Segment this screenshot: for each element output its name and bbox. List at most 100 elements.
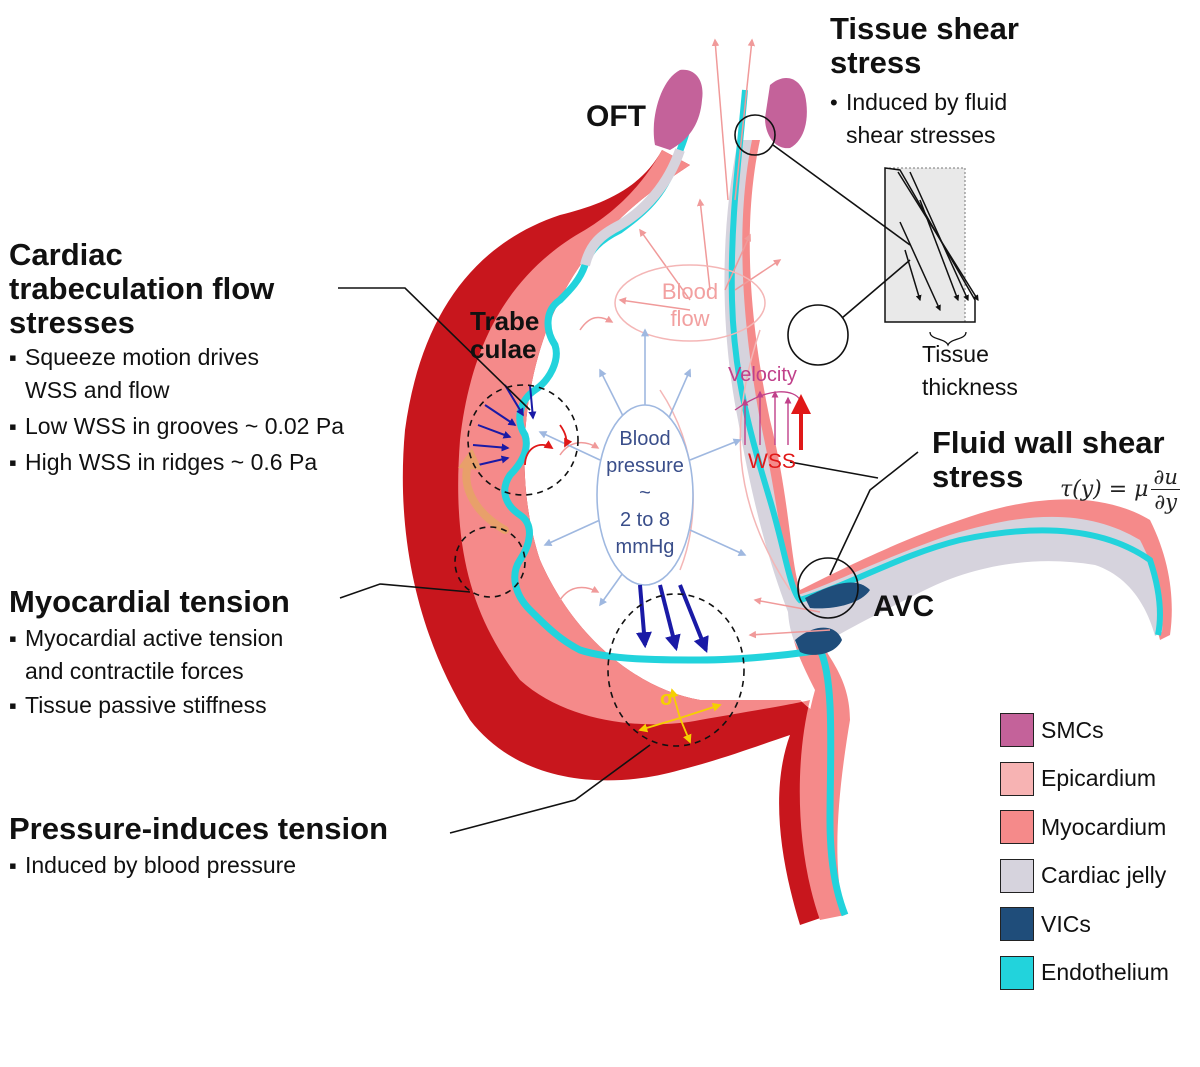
velocity-label: Velocity	[728, 364, 797, 386]
pressure-tension-bullet-1-line-1: Induced by blood pressure	[25, 852, 297, 878]
legend-swatch-smcs	[1000, 713, 1034, 748]
legend-item-epicardium: Epicardium	[1000, 755, 1169, 804]
trabeculation-bullet-3: High WSS in ridges ~ 0.6 Pa	[9, 446, 344, 479]
trabeculation-title-line-1: Cardiac	[9, 237, 123, 272]
wss-formula-numerator: ∂u	[1151, 465, 1180, 490]
legend-swatch-endothelium	[1000, 955, 1034, 990]
trabeculae-red-arrow-2	[559, 424, 573, 448]
legend-label-cardiac-jelly: Cardiac jelly	[1041, 862, 1167, 889]
contractile-arrow-head	[458, 448, 482, 470]
myocardial-bullet-2: Tissue passive stiffness	[9, 689, 283, 722]
trabeculation-bullets: Squeeze motion drives WSS and flow Low W…	[9, 341, 344, 479]
blood-pressure-line-5: mmHg	[615, 536, 675, 558]
fluid-wss-title-line-1: Fluid wall shear	[932, 425, 1165, 460]
legend: SMCs Epicardium Myocardium Cardiac jelly…	[1000, 706, 1169, 997]
fluid-wss-title-line-2: stress	[932, 459, 1024, 494]
legend-swatch-vics	[1000, 907, 1034, 942]
oft-label: OFT	[586, 100, 646, 133]
trabeculation-bullet-1-line-2: WSS and flow	[25, 377, 170, 403]
tissue-shear-inset	[884, 167, 979, 347]
tension-arrows	[638, 688, 722, 744]
sigma-label: σ	[660, 688, 674, 710]
oft-smc-left	[653, 69, 703, 150]
legend-item-myocardium: Myocardium	[1000, 803, 1169, 852]
avc-label: AVC	[873, 590, 935, 623]
tissue-shear-bullet-line-1: Induced by fluid	[846, 89, 1008, 115]
tissue-shear-title-line-2: stress	[830, 45, 922, 80]
pressure-tension-bullet-1: Induced by blood pressure	[9, 849, 296, 882]
pressure-tension-title: Pressure-induces tension	[9, 811, 389, 846]
legend-swatch-epicardium	[1000, 761, 1034, 796]
trabeculae-arrows	[472, 384, 537, 466]
legend-item-cardiac-jelly: Cardiac jelly	[1000, 852, 1169, 901]
blood-flow-ellipse	[614, 264, 766, 342]
avc-vic-lower	[795, 627, 842, 655]
myocardial-bullets: Myocardial active tension and contractil…	[9, 622, 283, 722]
right-wall	[731, 140, 1172, 920]
trabeculation-bullet-2-line-1: Low WSS in grooves ~ 0.02 Pa	[25, 413, 344, 439]
right-endothelium	[728, 89, 1163, 636]
trabeculation-bullet-1-line-1: Squeeze motion drives	[25, 344, 259, 370]
blood-pressure-line-1: Blood	[619, 428, 671, 450]
blood-pressure-line-2: pressure	[606, 455, 684, 477]
wss-formula-lhs: τ(y) = μ	[1060, 477, 1149, 502]
blood-flow-label: Blood flow	[655, 278, 725, 332]
wss-label: WSS	[748, 450, 796, 473]
right-cardiac-jelly	[724, 140, 1163, 653]
legend-label-vics: VICs	[1041, 910, 1091, 937]
detail-circles	[734, 114, 859, 619]
trabeculation-title-line-3: stresses	[9, 305, 135, 340]
trabeculae-label-line-2: culae	[470, 334, 537, 364]
trabeculation-title-line-2: trabeculation flow	[9, 271, 275, 306]
velocity-profile	[741, 390, 792, 445]
tissue-shear-bullet-line-2: shear stresses	[846, 122, 996, 148]
tissue-thickness-label: Tissue thickness	[922, 338, 1018, 404]
trabeculae-label: Trabe culae	[470, 307, 539, 363]
legend-swatch-cardiac-jelly	[1000, 858, 1034, 893]
blood-pressure-line-3: ~	[639, 482, 651, 504]
blood-pressure-line-4: 2 to 8	[619, 509, 671, 531]
legend-label-smcs: SMCs	[1041, 716, 1104, 743]
blood-pressure-label: Blood pressure ~ 2 to 8 mmHg	[604, 426, 686, 561]
trabeculation-bullet-2: Low WSS in grooves ~ 0.02 Pa	[9, 410, 344, 443]
myocardial-bullet-1-line-1: Myocardial active tension	[25, 625, 284, 651]
leader-lines	[338, 144, 919, 834]
focus-circles	[454, 384, 745, 747]
heart-wall	[402, 69, 1172, 925]
trabeculae-label-line-1: Trabe	[470, 306, 540, 336]
oft-smc-right	[765, 77, 807, 149]
blood-pressure-ellipse	[596, 404, 694, 586]
trabeculation-title: Cardiac trabeculation flow stresses	[9, 238, 274, 340]
wss-formula-denominator: ∂y	[1154, 490, 1178, 514]
legend-label-endothelium: Endothelium	[1041, 959, 1169, 986]
wss-formula: τ(y) = μ ∂u ∂y	[1060, 465, 1180, 514]
myocardial-bullet-2-line-1: Tissue passive stiffness	[25, 692, 267, 718]
tissue-shear-title: Tissue shear stress	[830, 12, 1019, 80]
legend-item-endothelium: Endothelium	[1000, 949, 1169, 998]
blood-flow-arrows	[559, 38, 831, 639]
legend-label-epicardium: Epicardium	[1041, 765, 1157, 792]
legend-item-vics: VICs	[1000, 900, 1169, 949]
wss-formula-fraction: ∂u ∂y	[1151, 465, 1180, 514]
wall-pressure-arrows	[635, 584, 709, 653]
blood-flow-label-line-1: Blood	[661, 279, 719, 304]
tissue-shear-bullet: Induced by fluid shear stresses	[830, 86, 1007, 152]
pressure-tension-bullets: Induced by blood pressure	[9, 849, 296, 882]
legend-item-smcs: SMCs	[1000, 706, 1169, 755]
myocardial-title: Myocardial tension	[9, 584, 290, 619]
tissue-shear-title-line-1: Tissue shear	[830, 11, 1019, 46]
fluid-wss-title: Fluid wall shear stress	[932, 426, 1165, 494]
tissue-thickness-line-1: Tissue	[922, 341, 989, 367]
tissue-shear-bullets: Induced by fluid shear stresses	[830, 86, 1007, 152]
myocardial-bullet-1: Myocardial active tension and contractil…	[9, 622, 283, 688]
trabeculae-red-arrow-1	[524, 440, 554, 466]
trabeculation-bullet-3-line-1: High WSS in ridges ~ 0.6 Pa	[25, 449, 318, 475]
tissue-thickness-line-2: thickness	[922, 374, 1018, 400]
legend-swatch-myocardium	[1000, 810, 1034, 845]
legend-label-myocardium: Myocardium	[1041, 813, 1167, 840]
trabeculation-bullet-1: Squeeze motion drives WSS and flow	[9, 341, 344, 407]
blood-flow-label-line-2: flow	[670, 306, 710, 331]
myocardial-bullet-1-line-2: and contractile forces	[25, 658, 244, 684]
left-cardiac-jelly	[580, 148, 685, 267]
